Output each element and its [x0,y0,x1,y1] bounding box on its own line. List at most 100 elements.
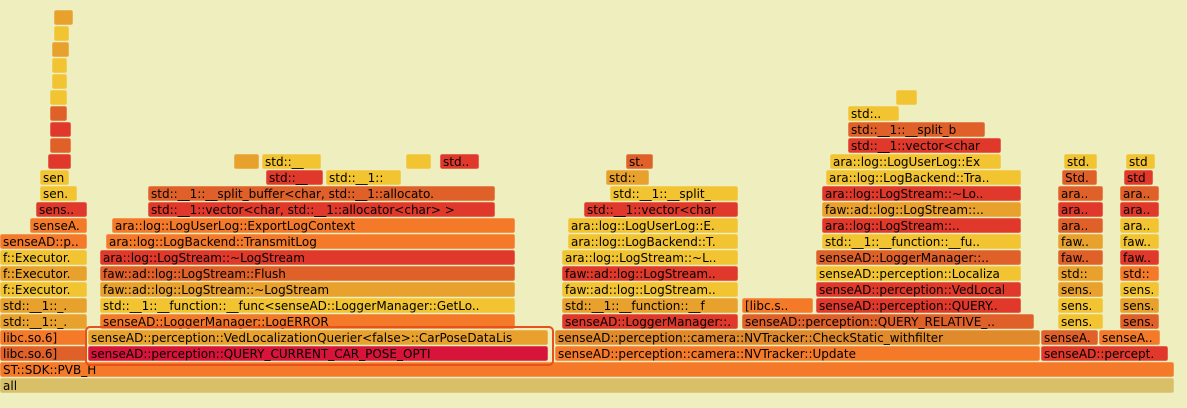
flame-frame[interactable]: ara::log::LogBackend::T. [567,233,739,250]
flame-frame[interactable]: ara::log::LogStream::~Lo.. [821,185,1022,202]
flame-frame[interactable]: senseAD::perception::VedLocalizationQuer… [87,329,549,346]
flame-frame[interactable]: std::__1::_. [0,297,88,314]
flame-frame[interactable]: sen [39,169,70,186]
flame-frame[interactable] [49,89,68,106]
flame-frame[interactable]: faw::ad::log::LogStream.. [561,265,739,282]
flame-frame[interactable] [49,121,72,138]
flame-frame[interactable]: senseA. [29,217,88,234]
flame-frame[interactable]: senseAD::LoggerManager::. [561,313,739,330]
flame-frame[interactable] [49,137,72,154]
flame-frame[interactable]: senseAD::perception::QUERY_CURRENT_CAR_P… [87,345,549,362]
flame-frame[interactable]: faw.. [1119,249,1160,266]
flame-frame[interactable] [49,105,68,122]
flame-frame[interactable]: sens. [1119,281,1160,298]
flame-frame[interactable]: sens. [1119,313,1160,330]
flame-frame[interactable] [233,153,260,170]
flame-frame[interactable]: senseAD::perception::camera::NVTracker::… [554,345,1041,362]
flame-frame[interactable]: faw.. [1057,249,1104,266]
flame-frame[interactable]: std. [1063,153,1098,170]
flame-frame[interactable]: senseAD::percept. [1040,345,1169,362]
flame-frame[interactable]: std::__1::__function::__func<senseAD::Lo… [99,297,516,314]
flame-frame[interactable]: std::__1::__function::__f [561,297,739,314]
frame-bar [847,137,1002,154]
flame-frame[interactable]: ara::log::LogBackend::TransmitLog [105,233,516,250]
flame-frame[interactable]: std::__1::vector<char [583,201,739,218]
flame-frame[interactable] [405,153,432,170]
flame-frame[interactable] [895,89,918,106]
flame-frame[interactable]: f::Executor. [0,249,88,266]
flame-frame[interactable]: ara::log::LogUserLog::ExportLogContext [111,217,516,234]
flame-frame[interactable]: std [1125,153,1156,170]
flame-frame[interactable]: libc.so.6] [0,345,88,362]
flame-frame[interactable]: std::__1::vector<char [847,137,1002,154]
flame-frame[interactable]: sens. [1119,297,1160,314]
flame-frame[interactable]: std:.. [847,105,900,122]
flame-frame[interactable]: std.. [439,153,480,170]
flame-frame[interactable]: senseAD::LoggerManager::LogERROR [99,313,516,330]
flame-frame[interactable]: ara::log::LogUserLog::Ex [829,153,1002,170]
flame-frame[interactable]: sens. [1057,313,1104,330]
frame-label: sen. [43,187,68,201]
flame-frame[interactable] [53,25,70,42]
frame-bar [233,153,260,170]
flame-frame[interactable]: senseA.. [1098,329,1161,346]
flame-frame[interactable]: senseA. [1040,329,1099,346]
flame-frame[interactable]: ara::log::LogUserLog::E. [567,217,739,234]
flame-frame[interactable] [53,9,74,26]
flame-frame[interactable]: senseAD::perception::camera::NVTracker::… [554,329,1041,346]
flame-frame[interactable]: faw::ad::log::LogStream::~LogStream [99,281,516,298]
flame-frame[interactable]: all [0,377,1175,394]
flame-frame[interactable]: ara.. [1119,185,1160,202]
flame-frame[interactable]: std:: [1119,265,1160,282]
flame-frame[interactable]: std::__1::_. [0,313,88,330]
flame-frame[interactable]: f::Executor. [0,265,88,282]
flame-frame[interactable]: std::__ [265,169,324,186]
flame-frame[interactable]: std::__1::vector<char, std::__1::allocat… [147,201,496,218]
flame-frame[interactable] [47,153,72,170]
flame-frame[interactable] [51,41,70,58]
flame-frame[interactable]: ara::log::LogStream::~L.. [561,249,739,266]
flame-frame[interactable]: senseAD::perception::Localiza [815,265,1022,282]
flame-frame[interactable] [51,57,68,74]
flame-frame[interactable]: senseAD::perception::QUERY.. [815,297,1022,314]
flame-frame[interactable]: std::__ [261,153,322,170]
flame-frame[interactable]: std::__1::__function::__fu.. [821,233,1022,250]
flame-frame[interactable]: senseAD::perception::VedLocal [815,281,1022,298]
flame-frame[interactable]: ara::log::LogBackend::Tra.. [825,169,1022,186]
flame-frame[interactable]: faw::ad::log::LogStream::Flush [99,265,516,282]
flame-frame[interactable]: std::__1::__split_ [609,185,739,202]
flame-frame[interactable]: senseAD::LoggerManager::.. [815,249,1022,266]
flame-frame[interactable]: [libc.s.. [741,297,814,314]
flame-frame[interactable]: std:: [605,169,650,186]
flame-frame[interactable]: ara.. [1057,185,1104,202]
frame-label: senseAD::perception::camera::NVTracker::… [558,347,856,361]
flame-frame[interactable]: ara::log::LogStream::~LogStream [99,249,516,266]
flame-frame[interactable]: ara.. [1119,201,1160,218]
flame-frame[interactable]: sens. [1057,297,1104,314]
flame-frame[interactable]: std::__1::__split_buffer<char, std::__1:… [147,185,496,202]
flame-frame[interactable] [51,73,68,90]
flame-frame[interactable]: faw.. [1119,233,1160,250]
flame-frame[interactable]: st. [625,153,654,170]
flame-frame[interactable]: Std. [1061,169,1098,186]
flame-frame[interactable]: std::__1::__split_b [847,121,986,138]
flame-frame[interactable]: ara.. [1057,201,1104,218]
flame-frame[interactable]: libc.so.6] [0,329,88,346]
flame-frame[interactable]: faw::ad::log::LogStream.. [561,281,739,298]
flame-frame[interactable]: sens.. [35,201,88,218]
flame-frame[interactable]: std::__1:: [325,169,402,186]
flame-frame[interactable]: std [1123,169,1154,186]
flame-frame[interactable]: sen. [39,185,78,202]
flame-frame[interactable]: senseAD::p.. [0,233,88,250]
flame-frame[interactable]: sens. [1057,281,1104,298]
flame-frame[interactable]: ara.. [1057,217,1104,234]
flame-frame[interactable]: ara::log::LogStream::.. [821,217,1022,234]
flame-frame[interactable]: senseAD::perception::QUERY_RELATIVE_.. [741,313,1035,330]
flame-frame[interactable]: faw.. [1057,233,1104,250]
flame-frame[interactable]: ara.. [1119,217,1160,234]
frame-label: f::Executor. [3,267,70,281]
frame-bar [815,265,1022,282]
flame-frame[interactable]: faw::ad::log::LogStream::.. [821,201,1022,218]
flame-frame[interactable]: std:: [1057,265,1104,282]
flame-frame[interactable]: f::Executor. [0,281,88,298]
